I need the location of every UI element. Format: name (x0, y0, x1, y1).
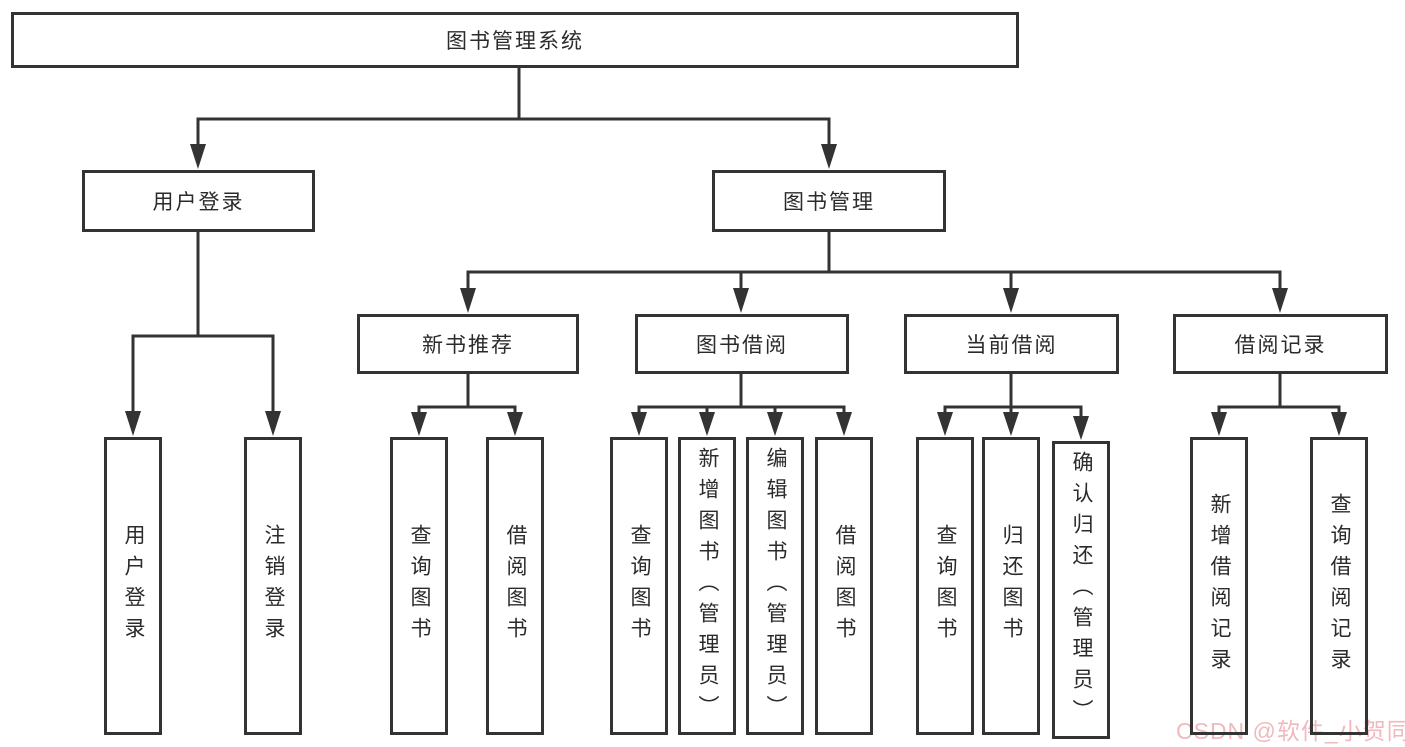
leaf-logout: 注销登录 (244, 437, 302, 735)
leaf-records-add-record: 新增借阅记录 (1190, 437, 1248, 735)
node-book-borrow: 图书借阅 (635, 314, 849, 374)
leaf-records-query-record: 查询借阅记录 (1310, 437, 1368, 735)
node-book-management: 图书管理 (712, 170, 946, 232)
leaf-borrow-query-books: 查询图书 (610, 437, 668, 735)
leaf-recommend-borrow-books: 借阅图书 (486, 437, 544, 735)
connector-current-borrow-children (937, 374, 1089, 440)
connector-book-management-children (460, 232, 1288, 313)
node-new-book-recommend: 新书推荐 (357, 314, 579, 374)
connector-user-login-children (125, 232, 281, 436)
connector-borrow-records-children (1211, 374, 1347, 436)
leaf-recommend-query-books: 查询图书 (390, 437, 448, 735)
leaf-borrow-borrow-books: 借阅图书 (815, 437, 873, 735)
leaf-current-return-books: 归还图书 (982, 437, 1040, 735)
leaf-current-confirm-return-admin: 确认归还（管理员） (1052, 441, 1110, 739)
node-user-login: 用户登录 (82, 170, 315, 232)
node-root-system: 图书管理系统 (11, 12, 1019, 68)
leaf-user-login: 用户登录 (104, 437, 162, 735)
connector-new-book-recommend-children (411, 374, 523, 436)
node-current-borrow: 当前借阅 (904, 314, 1119, 374)
connector-book-borrow-children (631, 374, 852, 436)
leaf-borrow-edit-books-admin: 编辑图书（管理员） (746, 437, 804, 735)
connector-root-to-level2 (190, 68, 837, 169)
leaf-current-query-books: 查询图书 (916, 437, 974, 735)
node-borrow-records: 借阅记录 (1173, 314, 1388, 374)
leaf-borrow-add-books-admin: 新增图书（管理员） (678, 437, 736, 735)
